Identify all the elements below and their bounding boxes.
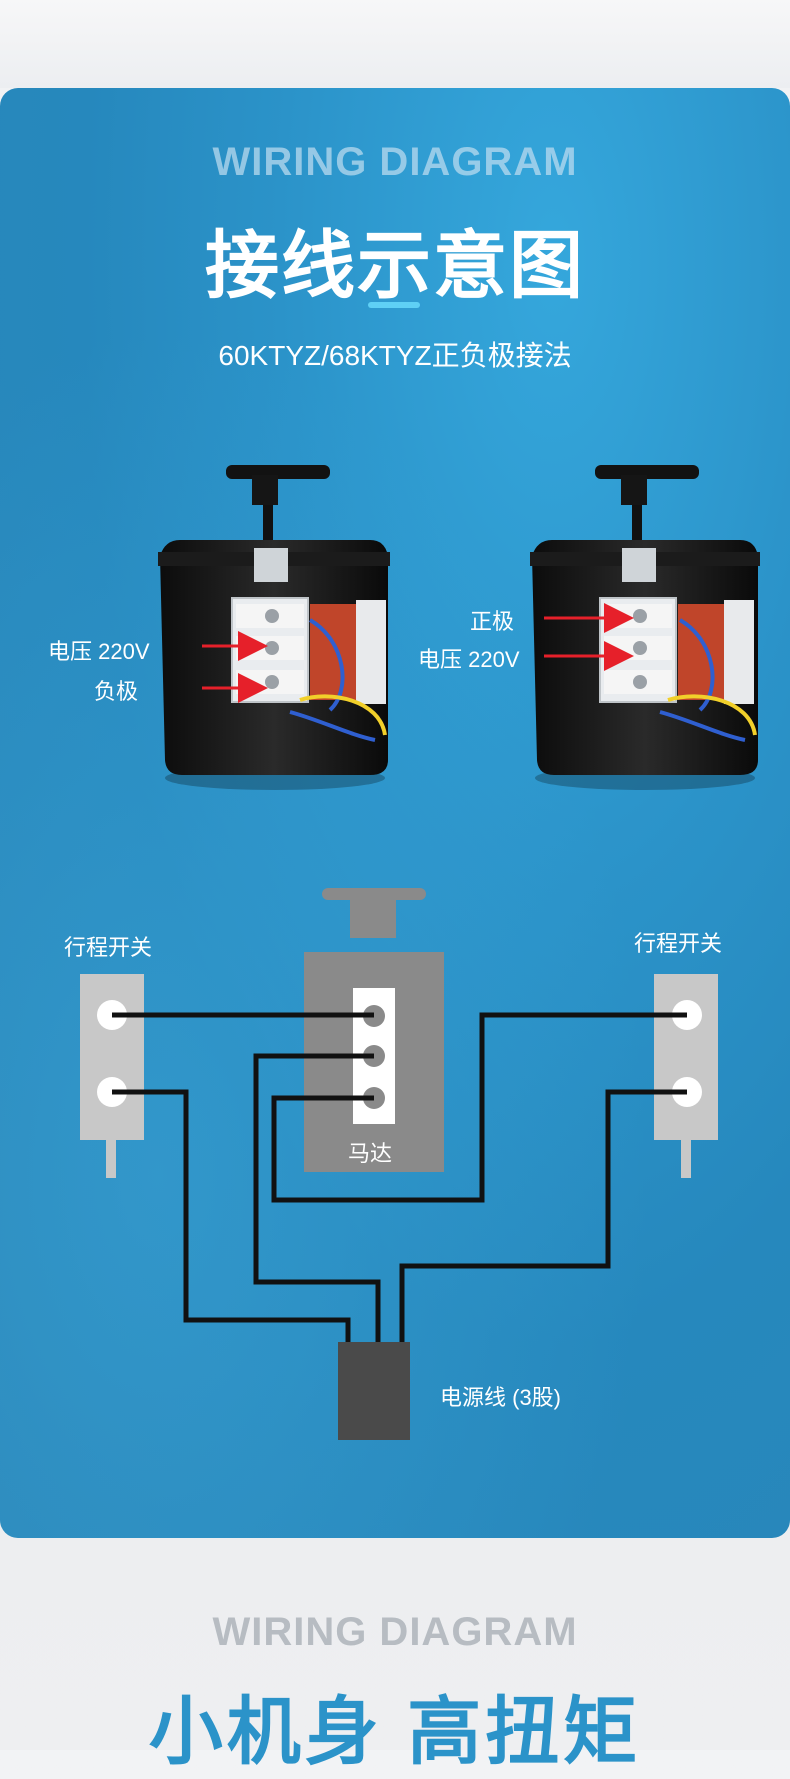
header-chinese-title: 接线示意图 — [205, 224, 585, 307]
limit-switch-right — [654, 974, 718, 1140]
motor-flange — [322, 888, 426, 900]
wiring-card: WIRING DIAGRAM 接线示意图 60KTYZ/68KTYZ正负极接法 — [0, 88, 790, 1538]
right-voltage-label: 电压 220V — [418, 647, 520, 672]
motor-label: 马达 — [348, 1141, 393, 1166]
motor-photo-left — [158, 465, 390, 790]
model-subtitle: 60KTYZ/68KTYZ正负极接法 — [218, 340, 572, 371]
power-cable-label: 电源线 (3股) — [440, 1385, 562, 1410]
top-band — [0, 0, 790, 88]
limit-switch-left-label: 行程开关 — [64, 935, 153, 960]
header-english-title: WIRING DIAGRAM — [212, 140, 578, 184]
footer-chinese-title: 小机身 高扭矩 — [148, 1690, 642, 1773]
right-positive-label: 正极 — [470, 609, 515, 634]
motor-photo-right — [530, 465, 760, 790]
limit-switch-left — [80, 974, 144, 1140]
wiring-schematic — [80, 888, 718, 1440]
wires — [112, 1012, 687, 1342]
accent-bar — [368, 302, 420, 308]
footer-english-title: WIRING DIAGRAM — [212, 1610, 578, 1654]
limit-switch-right-label: 行程开关 — [634, 931, 723, 956]
power-plug — [338, 1342, 410, 1440]
left-negative-label: 负极 — [94, 679, 139, 704]
left-voltage-label: 电压 220V — [48, 639, 150, 664]
